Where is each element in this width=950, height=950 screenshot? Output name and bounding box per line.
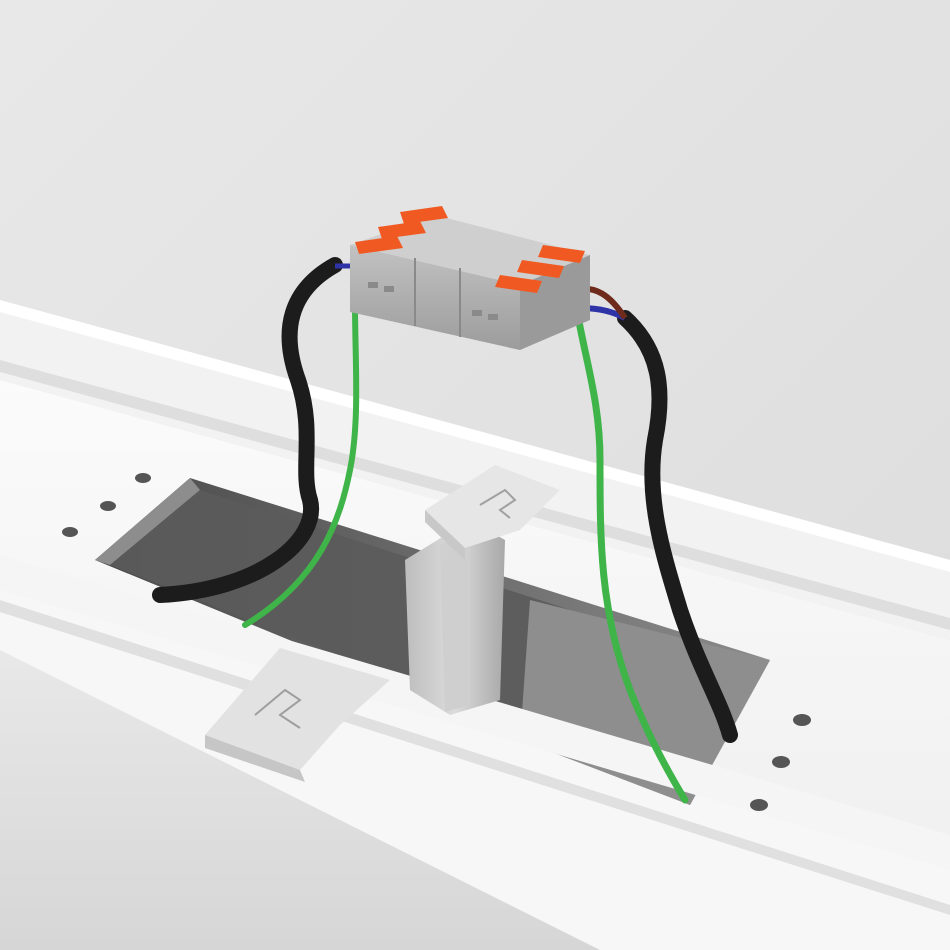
profile-front-groove — [0, 600, 950, 915]
profile-front-lip — [0, 555, 950, 870]
wire-left-black — [152, 257, 343, 603]
wire-left-green — [242, 302, 360, 628]
mounting-holes-left — [62, 473, 151, 537]
clip-back — [425, 465, 560, 560]
center-bracket-fold — [440, 530, 470, 712]
connector-levers-left — [355, 206, 448, 254]
connector-side-face — [520, 255, 590, 350]
connector-levers-right — [495, 245, 585, 293]
profile-cavity-inner-wall — [95, 478, 200, 565]
profile-back-rail-edge — [0, 300, 950, 572]
mounting-holes-right — [750, 714, 811, 811]
wire-right-black — [617, 310, 738, 743]
clip-front — [205, 648, 390, 782]
wire-right-green — [571, 296, 689, 804]
connector-front-face — [350, 245, 520, 350]
